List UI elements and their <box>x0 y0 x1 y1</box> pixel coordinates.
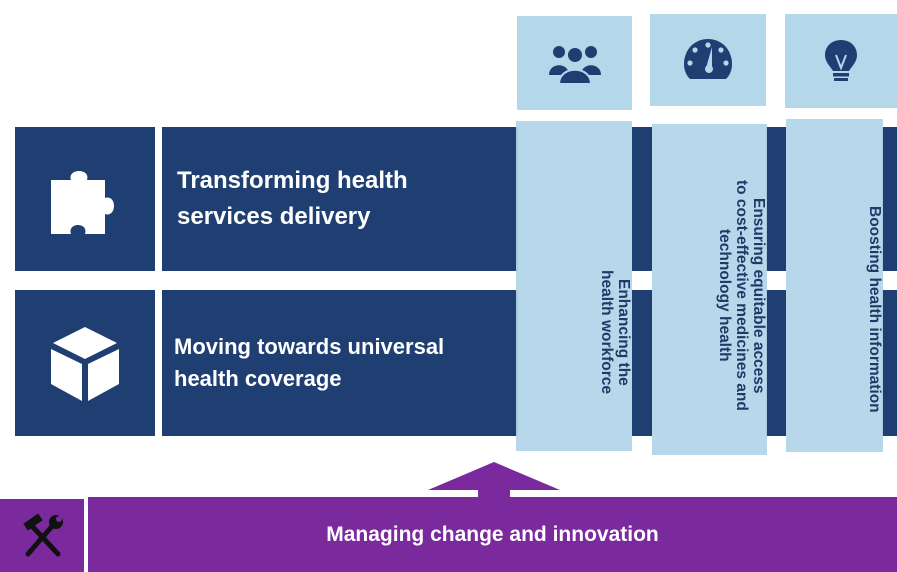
row1-bar-end <box>882 127 897 271</box>
foundation-label: Managing change and innovation <box>326 522 659 546</box>
row2-line1: Moving towards universal <box>174 334 445 359</box>
row1-bar-gap2 <box>766 127 786 271</box>
pillar3-line1: Boosting health information <box>866 206 883 413</box>
pillar1-line2: health workforce <box>598 269 615 395</box>
lightbulb-icon <box>825 40 857 81</box>
cube-icon <box>51 327 119 401</box>
row2-bar-gap2 <box>766 290 786 436</box>
pillar2-line3: technology health <box>716 229 733 362</box>
pillar1-icon-box <box>517 16 632 110</box>
row1-line2: services delivery <box>177 203 371 230</box>
pillar1-label-bar: Enhancing the health workforce <box>516 121 632 451</box>
row2-label-box: Moving towards universal health coverage <box>162 290 518 436</box>
pillar1-line1: Enhancing the <box>615 278 632 386</box>
row2-bar-gap1 <box>632 290 652 436</box>
speedometer-icon <box>684 39 732 79</box>
pillar2-line1: Ensuring equitable access <box>750 197 767 394</box>
row2-icon-box <box>15 290 155 436</box>
row1-line1: Transforming health <box>177 167 408 194</box>
up-arrow-icon <box>428 462 560 508</box>
pillar3-label-bar: Boosting health information <box>786 119 883 452</box>
foundation-icon-box <box>0 499 84 572</box>
row1-icon-box <box>15 127 155 271</box>
pillar3-icon-box <box>785 14 897 108</box>
row1-bar-gap1 <box>632 127 652 271</box>
hammer-wrench-icon <box>23 513 63 556</box>
foundation-label-box: Managing change and innovation <box>88 497 897 572</box>
pillar2-icon-box <box>650 14 766 106</box>
row1-label-box: Transforming health services delivery <box>162 127 518 271</box>
row2-line2: health coverage <box>174 366 342 391</box>
pillar2-label-bar: Ensuring equitable access to cost-effect… <box>652 124 767 455</box>
people-group-icon <box>548 46 601 85</box>
row2-bar-end <box>882 290 897 436</box>
pillar2-line2: to cost-effective medicines and <box>733 180 750 411</box>
puzzle-piece-icon <box>51 171 114 234</box>
